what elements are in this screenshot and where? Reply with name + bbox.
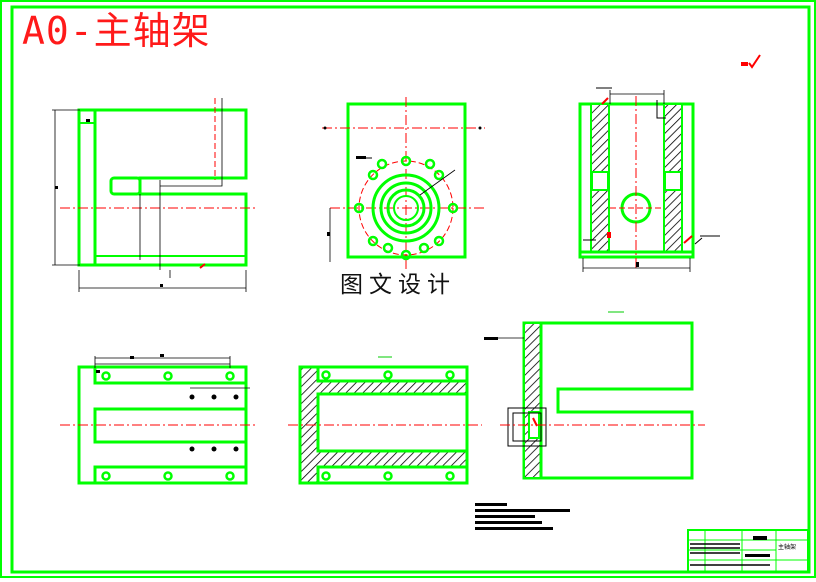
front-view xyxy=(52,98,258,292)
detail-section-view xyxy=(484,311,705,480)
title-block xyxy=(687,529,809,573)
side-section-view xyxy=(578,87,720,272)
drawing-title: A0-主轴架 xyxy=(22,9,211,53)
bottom-view xyxy=(60,354,258,485)
cross-section-view xyxy=(288,356,482,485)
top-view xyxy=(322,97,485,270)
technical-notes xyxy=(475,503,570,530)
watermark-text: 图文设计 xyxy=(340,272,456,298)
roughness-symbol xyxy=(741,54,761,69)
inner-frame xyxy=(10,5,811,574)
title-block-part-name: 主轴架 xyxy=(778,544,797,551)
